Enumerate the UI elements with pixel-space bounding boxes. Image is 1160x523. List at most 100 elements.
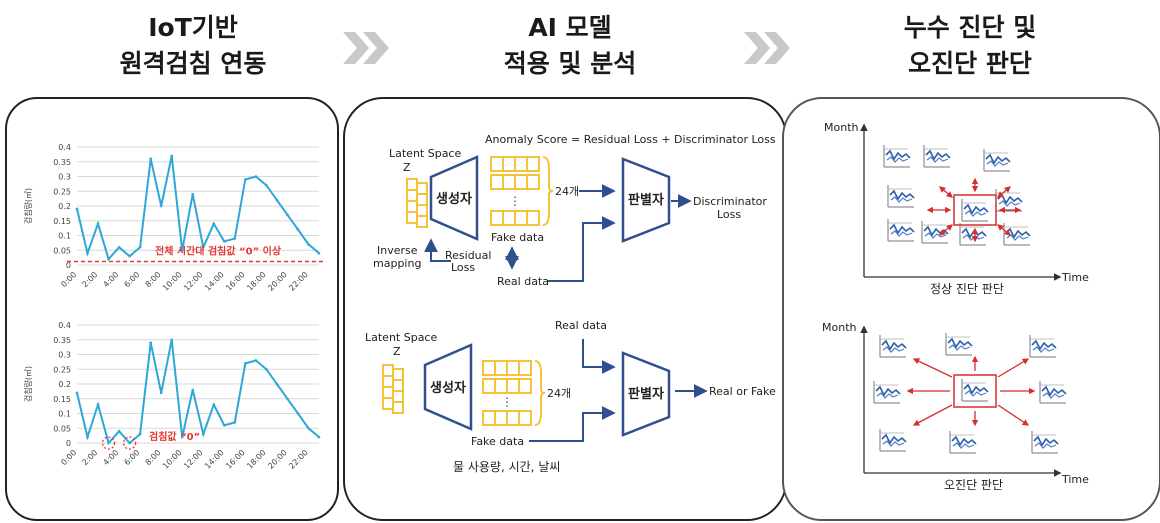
y-tick-label: 0.15	[53, 217, 71, 226]
data-point	[296, 412, 300, 415]
nonzero-annotation: 전체 시간대 검침값 “0” 이상	[155, 244, 282, 257]
normal-diagnosis-caption: 정상 진단 판단	[930, 282, 1004, 296]
data-point	[201, 246, 205, 249]
ellipsis-icon: ⋮	[501, 395, 513, 409]
data-point	[138, 246, 142, 249]
x-tick-label: 18:00	[245, 270, 268, 293]
y-tick-label: 0.2	[58, 380, 71, 389]
real-data-label-bottom: Real data	[555, 319, 607, 332]
discriminator-block	[621, 157, 671, 243]
x-tick-label: 10:00	[161, 270, 184, 293]
fake-data-grid-bottom	[482, 360, 546, 426]
y-tick-label: 0.05	[53, 246, 71, 255]
diag-top-x-axis: Time	[1061, 271, 1089, 284]
count-label: 24개	[555, 185, 579, 198]
inverse-mapping-line1: Inverse	[377, 244, 418, 257]
input-features-caption: 물 사용량, 시간, 날씨	[453, 460, 560, 474]
x-tick-label: 2:00	[80, 270, 99, 289]
discriminator-label-bottom: 판별자	[628, 386, 664, 402]
stage-title-iot: IoT기반 원격검침 연동	[43, 10, 343, 82]
diagnosis-diagram: Month Time 정상 진단 판단 Month Time	[822, 121, 1089, 492]
generator-label: 생성자	[436, 192, 472, 207]
data-point	[75, 207, 79, 211]
data-point	[128, 441, 131, 445]
data-point	[191, 192, 195, 196]
data-point	[86, 251, 89, 255]
x-tick-label: 6:00	[122, 270, 141, 289]
stage-title-iot-line2: 원격검침 연동	[119, 49, 267, 78]
data-point	[254, 175, 258, 178]
data-point	[223, 240, 226, 243]
y-tick-label: 0.4	[58, 143, 71, 152]
data-point	[149, 157, 152, 161]
ellipsis-icon: ⋮	[509, 194, 521, 208]
data-point	[96, 222, 100, 225]
normal-pattern-cluster	[883, 144, 1031, 246]
anomaly-score-formula: Anomaly Score = Residual Loss + Discrimi…	[485, 133, 776, 146]
y-tick-label: 0.1	[58, 232, 71, 241]
data-point	[191, 388, 195, 392]
count-label-bottom: 24개	[547, 387, 571, 400]
metering-series-line	[76, 155, 320, 262]
data-point	[265, 184, 268, 187]
misdiagnosis-pattern-cluster	[873, 332, 1067, 454]
data-point	[244, 362, 247, 365]
y-tick-label: 0	[66, 261, 71, 270]
data-point	[117, 246, 121, 249]
residual-loss-line2: Loss	[451, 261, 475, 274]
data-point	[159, 391, 163, 395]
stage-title-ai-line2: 적용 및 분석	[503, 49, 637, 78]
panel-diagnosis: Month Time 정상 진단 판단 Month Time	[782, 97, 1160, 521]
zero-reading-annotation: 검침값 “0”	[149, 430, 200, 443]
diag-bottom-x-axis: Time	[1061, 473, 1089, 486]
data-point	[107, 257, 110, 261]
x-tick-label: 22:00	[287, 448, 310, 471]
y-tick-label: 0.2	[58, 202, 71, 211]
x-tick-label: 22:00	[287, 270, 310, 293]
data-point	[307, 426, 310, 430]
data-point	[180, 248, 184, 252]
data-point	[265, 367, 268, 371]
stage-title-ai: AI 모델 적용 및 분석	[420, 10, 720, 82]
x-tick-label: 16:00	[224, 270, 247, 293]
stage-title-ai-line1: AI 모델	[528, 13, 612, 42]
data-point	[149, 341, 152, 344]
metering-series-line	[76, 339, 320, 446]
diag-bottom-y-axis: Month	[822, 321, 857, 334]
data-point	[212, 403, 216, 406]
data-point	[233, 237, 237, 240]
data-point	[159, 204, 163, 208]
y-tick-label: 0.15	[53, 395, 71, 404]
y-axis-label: 검침량(㎥)	[23, 188, 33, 224]
data-point	[75, 391, 79, 395]
real-data-label: Real data	[497, 275, 549, 288]
data-point	[275, 198, 279, 202]
y-tick-label: 0.25	[53, 187, 71, 196]
data-point	[86, 435, 89, 439]
data-point	[201, 432, 205, 436]
misdiagnosis-caption: 오진단 판단	[944, 478, 1003, 492]
inverse-mapping-line2: mapping	[373, 257, 421, 270]
data-point	[212, 222, 216, 225]
real-or-fake-label: Real or Fake	[709, 385, 776, 398]
stage-title-diagnosis-line1: 누수 진단 및	[903, 13, 1037, 42]
data-point	[107, 441, 110, 445]
fake-data-label: Fake data	[491, 231, 544, 244]
x-tick-label: 2:00	[80, 448, 99, 467]
y-tick-label: 0.05	[53, 424, 71, 433]
latent-z-label-bottom: Z	[393, 345, 401, 358]
data-point	[117, 429, 121, 433]
latent-z-label: Z	[403, 161, 411, 174]
data-point	[244, 178, 247, 181]
y-tick-label: 0.35	[53, 158, 71, 167]
generator-block	[429, 155, 479, 241]
chevron-right-icon	[744, 32, 790, 64]
data-point	[286, 397, 289, 401]
x-tick-label: 14:00	[203, 448, 226, 471]
x-tick-label: 6:00	[122, 448, 141, 467]
data-point	[170, 338, 173, 342]
x-tick-label: 0:00	[59, 270, 78, 289]
x-tick-label: 14:00	[203, 270, 226, 293]
y-tick-label: 0.3	[58, 351, 71, 360]
